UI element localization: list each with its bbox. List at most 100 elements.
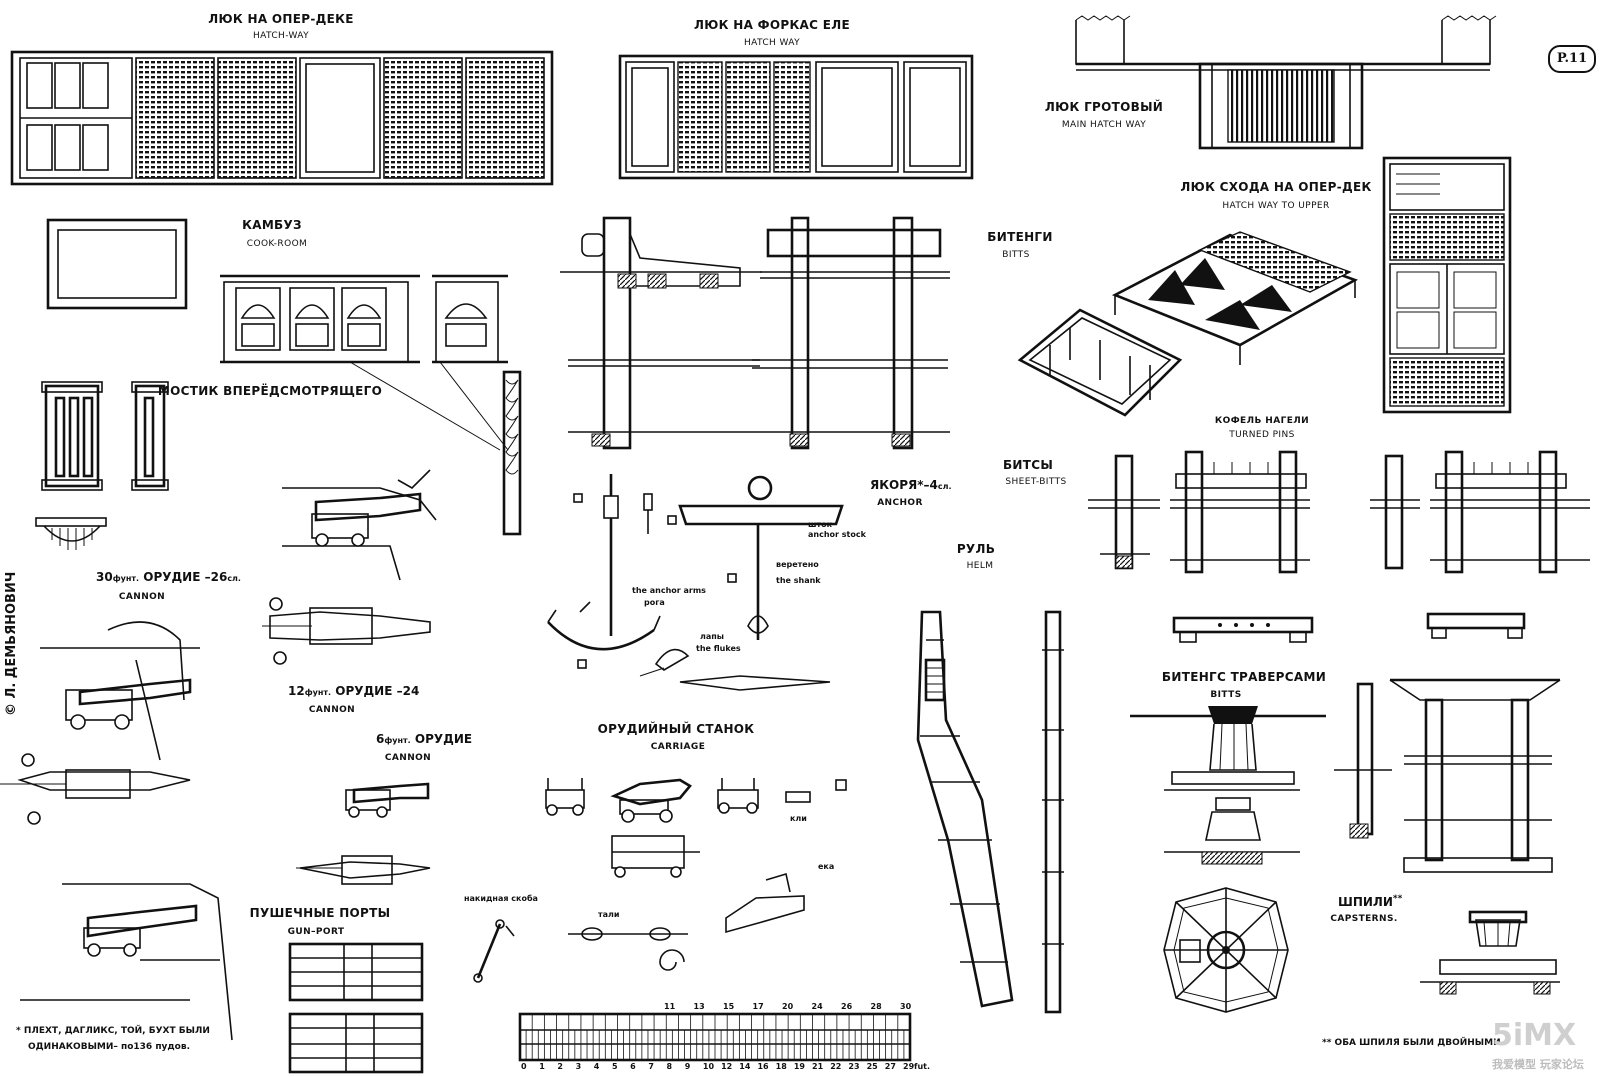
anchor-shank-ru: веретено (776, 560, 819, 569)
cook-room-title: КАМБУЗ (242, 218, 302, 232)
scale-bottom-number: 1 (539, 1062, 545, 1071)
anchor-flukes-ru: лапы (700, 632, 725, 641)
cook-room-subtitle: COOK-ROOM (246, 239, 308, 249)
cannon-6-title: 6фунт. ОРУДИЕ (376, 732, 472, 746)
cannon-gun-port-section-drawing (20, 883, 233, 1041)
cannon-30-count-unit: сл. (227, 574, 241, 583)
hatch-to-upper-title: ЛЮК СХОДА НА ОПЕР-ДЕК (1180, 180, 1372, 194)
carriage-subtitle: CARRIAGE (650, 742, 706, 752)
hatch-upper-title: ЛЮК НА ОПЕР-ДЕКЕ (208, 12, 354, 26)
helm-drawing (916, 610, 1064, 1014)
scale-bottom-number: 7 (648, 1062, 654, 1071)
hatch-to-upper-plan-drawing (1382, 156, 1512, 414)
scale-top-number: 20 (782, 1002, 794, 1011)
belaying-pins-subtitle: TURNED PINS (1229, 430, 1295, 440)
cannon-12-num: 12 (288, 684, 305, 698)
scale-unit: fut. (914, 1062, 931, 1071)
bitts-timbers-drawing (560, 216, 950, 450)
scale-bottom-number: 14 (739, 1062, 751, 1071)
anchor-title-text: ЯКОРЯ*–4 (870, 478, 938, 492)
scale-top-number: 13 (693, 1002, 705, 1011)
capsterns-subtitle: CAPSTERNS. (1330, 914, 1398, 924)
capstans-drawing (1163, 887, 1560, 1013)
bitts-perspective-drawing (1017, 231, 1359, 417)
scale-bottom-number: 21 (812, 1062, 824, 1071)
lookout-bridge-drawing (35, 370, 522, 550)
anchor-stock-en: anchor stock (808, 530, 866, 539)
cannon-6-subtitle: CANNON (384, 753, 432, 763)
hatch-forecastle-title: ЛЮК НА ФОРКАС ЕЛЕ (694, 18, 850, 32)
scale-bottom-number: 27 (884, 1062, 896, 1071)
gun-port-title: ПУШЕЧНЫЕ ПОРТЫ (249, 906, 391, 920)
cannon-6-unit: фунт. (384, 736, 411, 745)
scale-bottom-number: 9 (684, 1062, 691, 1071)
footnote-2: ** ОБА ШПИЛЯ БЫЛИ ДВОЙНЫМИ (1322, 1038, 1501, 1048)
cannon-12-title: 12фунт. ОРУДИЕ –24 (288, 684, 419, 698)
tackle-label: тали (598, 910, 620, 919)
scale-bottom-number: 10 (702, 1062, 715, 1071)
carriage-part-label: ека (818, 862, 835, 871)
hatch-upper-subtitle: HATCH-WAY (252, 31, 310, 41)
cook-room-drawing (46, 218, 509, 451)
scale-bottom-number: 12 (721, 1062, 733, 1071)
cannon-30-text: ОРУДИЕ –26 (143, 570, 228, 584)
main-hatch-title: ЛЮК ГРОТОВЫЙ (1044, 100, 1164, 114)
cannon-30-unit: фунт. (112, 574, 140, 583)
sheet-bitts-subtitle: SHEET-BITTS (1005, 477, 1067, 487)
scale-bottom-number: 25 (866, 1062, 878, 1071)
main-hatch-subtitle: MAIN HATCH WAY (1061, 120, 1147, 130)
scale-bottom-number: 18 (775, 1062, 787, 1071)
scale-bottom-number: 19 (793, 1062, 805, 1071)
hinge-bracket-label: накидная скоба (464, 894, 538, 903)
scale-bottom-number: 8 (666, 1062, 673, 1071)
watermark-caption: 我爱模型 玩家论坛 (1492, 1058, 1584, 1071)
main-hatch-drawing (1075, 15, 1497, 150)
scale-bottom-number: 22 (830, 1062, 842, 1071)
cannon-12-unit: фунт. (304, 688, 332, 697)
anchor-drawing (547, 474, 844, 691)
gun-port-drawing (288, 942, 424, 1074)
sheet-bitts-drawing (1088, 450, 1590, 643)
footnote-1-line2: ОДИНАКОВЫМИ– по136 пудов. (28, 1042, 190, 1052)
bitts-title: БИТЕНГИ (987, 230, 1053, 244)
carriage-drawing (473, 778, 847, 983)
belaying-pins-title: КОФЕЛЬ НАГЕЛИ (1214, 416, 1310, 426)
scale-top-number: 11 (664, 1002, 676, 1011)
scale-bottom-number: 5 (611, 1062, 618, 1071)
sheet-bitts-title: БИТСЫ (1002, 458, 1054, 472)
hatch-upper-deck-drawing (10, 50, 554, 186)
hatch-forecastle-drawing (618, 54, 974, 180)
bitts-crossbars-title: БИТЕНГС ТРАВЕРСАМИ (1161, 670, 1327, 684)
lookout-bridge-title: МОСТИК ВПЕРЁДСМОТРЯЩЕГО (157, 384, 383, 398)
cannon-12-subtitle: CANNON (308, 705, 356, 715)
anchor-flukes-en: the flukes (696, 644, 741, 653)
gun-port-subtitle: GUN–PORT (287, 927, 345, 937)
scale-top-number: 26 (841, 1002, 853, 1011)
scale-bottom-number: 4 (593, 1062, 600, 1071)
author-credit: © Л. ДЕМЬЯНОВИЧ (4, 571, 19, 716)
scale-bottom-number: 6 (630, 1062, 636, 1071)
bitts-crossbars-subtitle: BITTS (1210, 690, 1242, 700)
scale-top-number: 15 (723, 1002, 735, 1011)
scale-bottom-number: 29 (903, 1062, 915, 1071)
cannon-12-pounder-drawing (262, 597, 431, 665)
cannon-30-subtitle: CANNON (118, 592, 166, 602)
cannon-30-pounder-drawing (0, 621, 200, 825)
bitts-subtitle: BITTS (1002, 250, 1030, 260)
scale-bottom-number: 0 (521, 1062, 527, 1071)
cannon-6-num: 6 (376, 732, 385, 746)
capsterns-title-text: ШПИЛИ (1338, 895, 1393, 909)
scale-bottom-number: 16 (757, 1062, 769, 1071)
cannon-6-text: ОРУДИЕ (414, 732, 473, 746)
cannon-30-num: 30 (96, 570, 113, 584)
scale-top-number: 24 (811, 1002, 823, 1011)
cannon-deck-section-drawing (282, 469, 437, 581)
scale-bottom-number: 23 (848, 1062, 860, 1071)
carriage-wedge-label: кли (790, 814, 807, 823)
cannon-6-pounder-drawing (296, 782, 431, 885)
cannon-30-title: 30фунт. ОРУДИЕ –26сл. (96, 570, 241, 584)
scale-bottom-number: 2 (557, 1062, 563, 1071)
hatch-to-upper-subtitle: HATCH WAY TO UPPER (1222, 201, 1330, 211)
